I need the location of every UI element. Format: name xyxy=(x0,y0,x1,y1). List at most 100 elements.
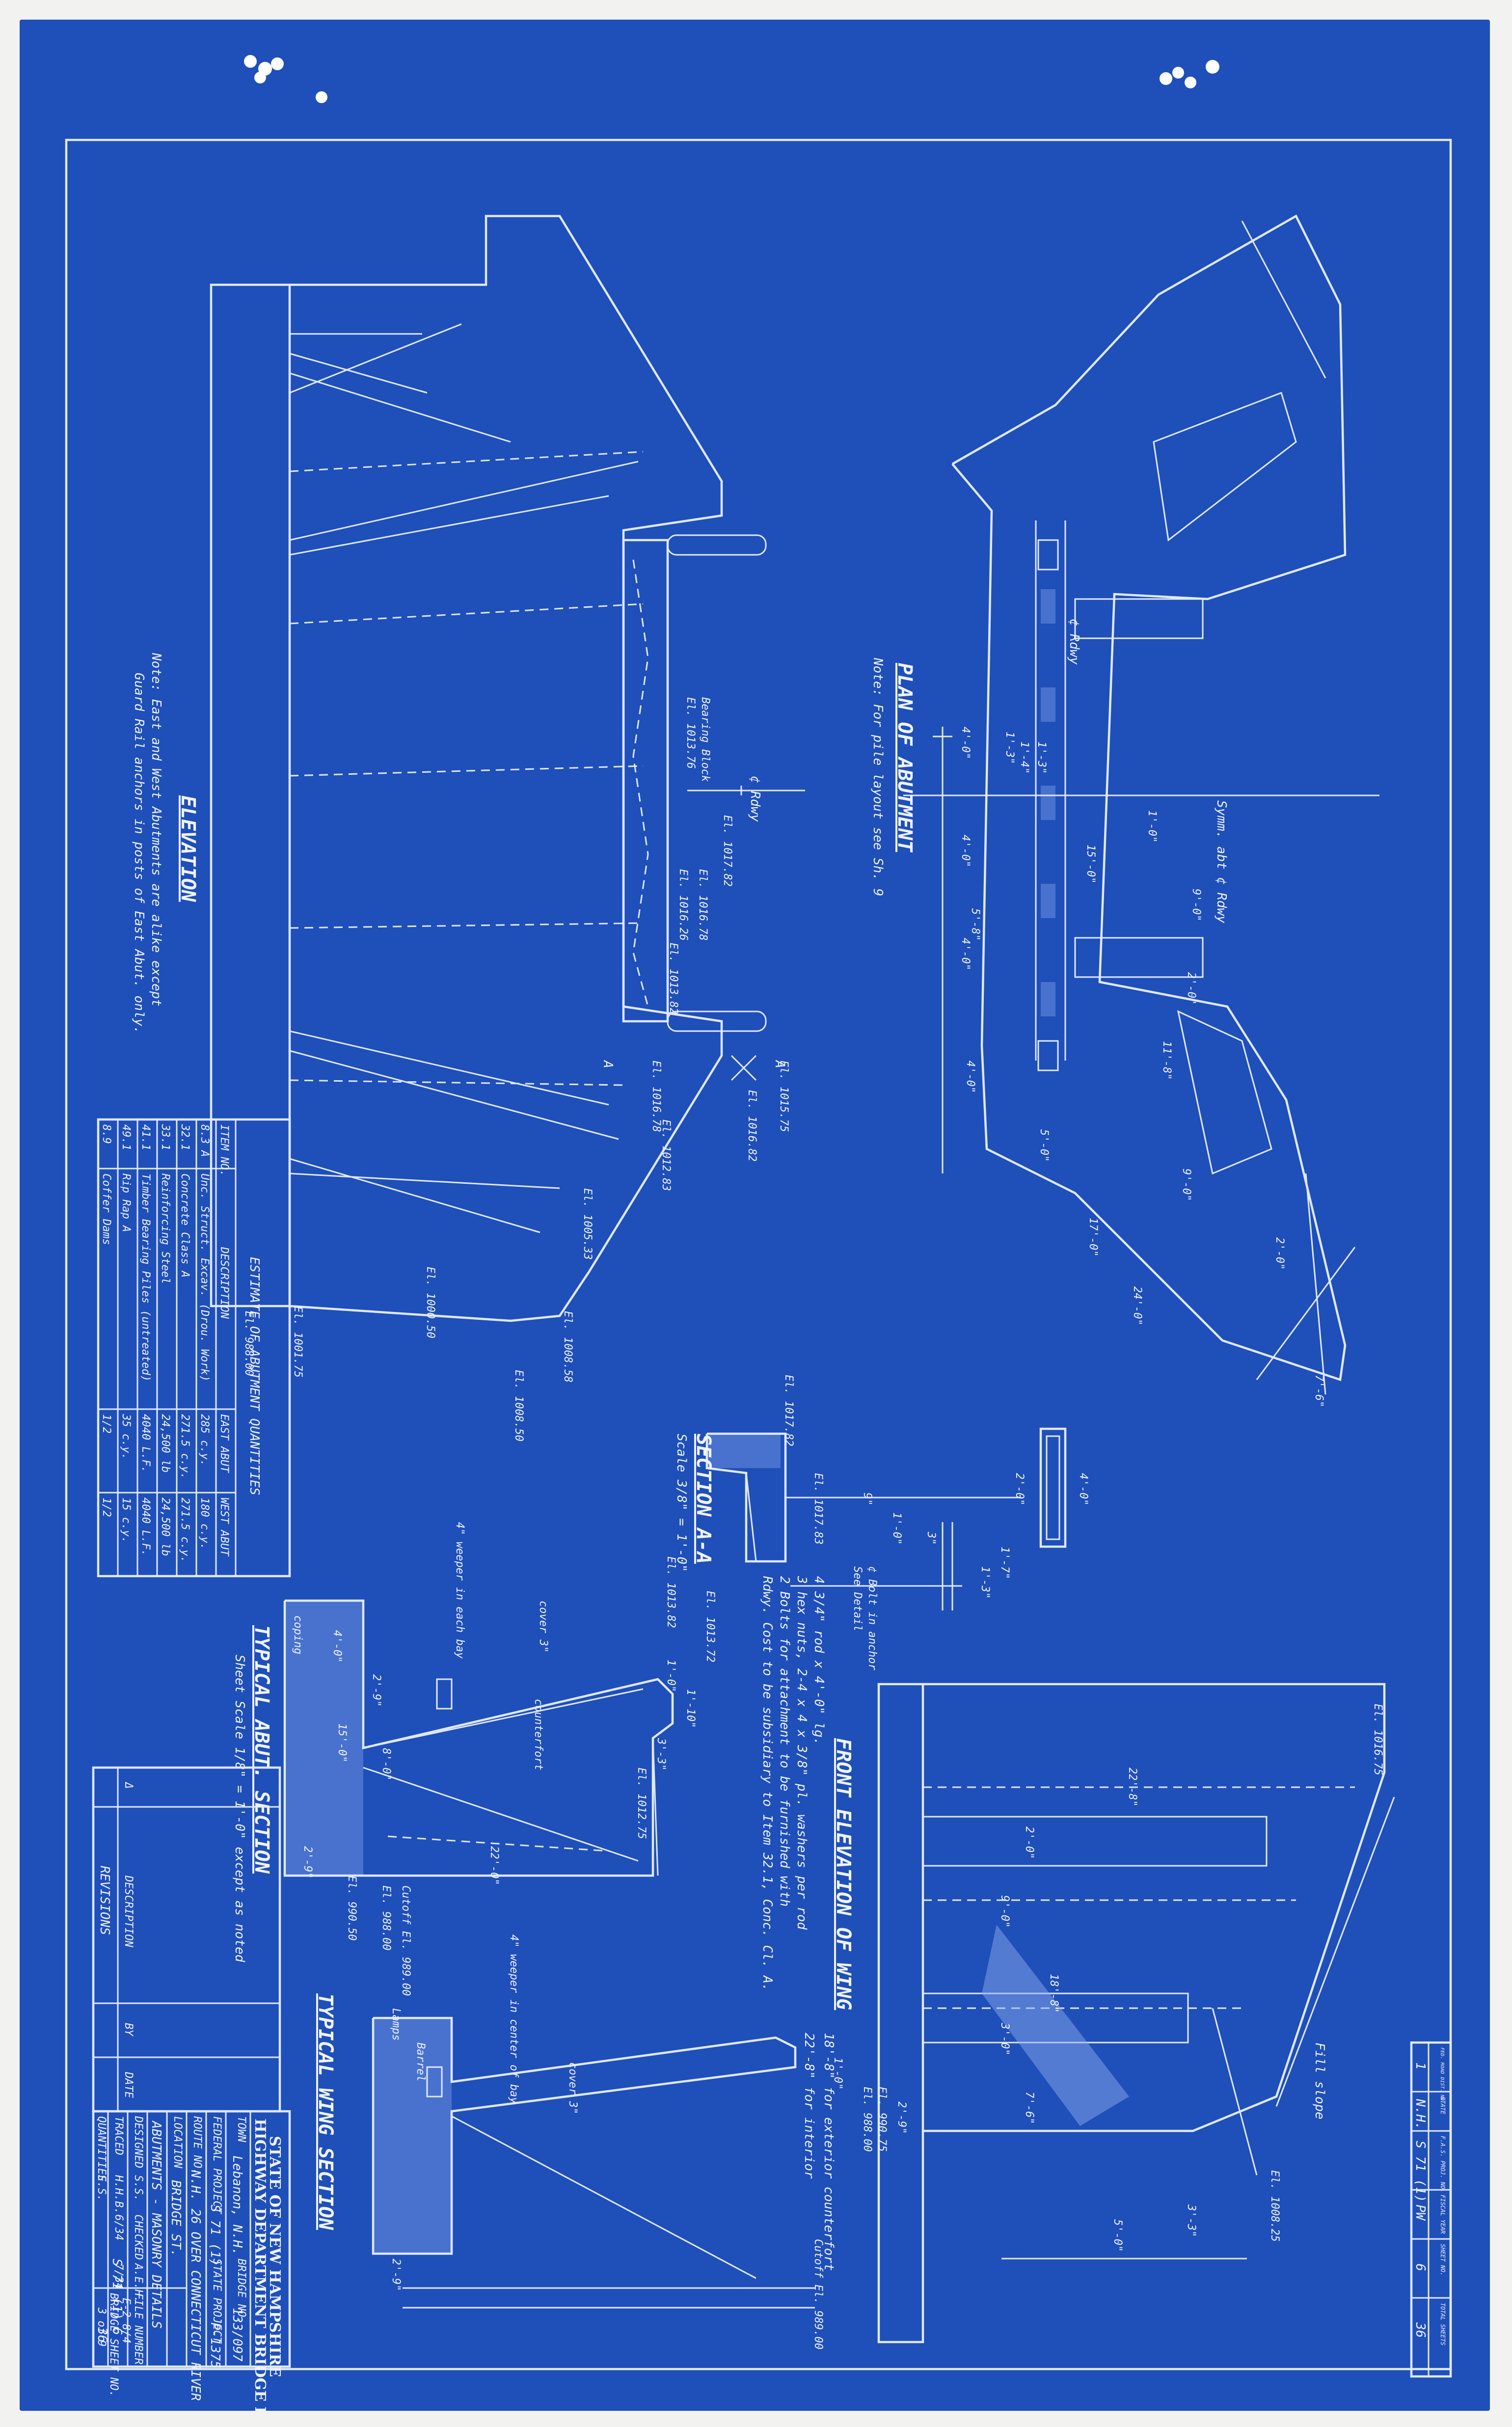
section-aa-dim-4: 4'-0" xyxy=(1077,1473,1089,1505)
title-file-no: E-2 8/4 xyxy=(120,2298,132,2344)
plan-dim-16: 24'-0" xyxy=(1131,1286,1143,1325)
section-mark-a-2: A xyxy=(772,1060,787,1068)
estimate-row-5-item: 49.1 xyxy=(120,1124,132,1150)
section-aa-dim-1: 9" xyxy=(861,1493,873,1506)
typical-abut-title: TYPICAL ABUT. SECTION xyxy=(250,1625,273,1874)
title-sheet-no: 3 of 9 xyxy=(95,2307,108,2346)
corner-block xyxy=(1410,2041,1452,2378)
blueprint-drawing: ELEVATION Note: East and West Abutments … xyxy=(65,55,1452,2411)
plan-roadway-label: ¢ Rdwy xyxy=(1067,619,1081,665)
estimate-header-desc: DESCRIPTION xyxy=(218,1247,230,1319)
corner-header-3: F.A.S. PROJ. NO. xyxy=(1439,2136,1446,2193)
corner-value-1: 1 xyxy=(1413,2062,1428,2070)
wing-dim-9: 7'-6" xyxy=(1023,2092,1035,2124)
elev-label-5: El. 1016.78 xyxy=(650,1061,662,1132)
estimate-row-6-east: 1/2 xyxy=(100,1414,112,1434)
typical-wing-dim-1: 2'-9" xyxy=(390,2259,402,2291)
typical-abut-elev-2: El. 1013.72 xyxy=(704,1591,716,1663)
typical-wing-note-2: 22'-8" for interior xyxy=(802,2033,816,2179)
corner-header-4: FISCAL YEAR xyxy=(1439,2195,1446,2234)
corner-header-2: STATE xyxy=(1439,2097,1446,2115)
title-block xyxy=(92,2110,291,2368)
sheet-border xyxy=(65,138,1452,2371)
wing-elev-2: El. 1008.25 xyxy=(1269,2170,1281,2242)
wing-dim-4: 18'-8" xyxy=(1048,1974,1060,2013)
section-aa-dim-5: 2'-0" xyxy=(1013,1473,1026,1505)
plan-dim-17: 7'-6" xyxy=(1313,1375,1325,1407)
section-aa-dim-2: 1'-0" xyxy=(891,1512,903,1545)
typical-abut-elev-5: El. 990.50 xyxy=(346,1876,358,1940)
title-date-1: 6/34 xyxy=(112,2214,125,2240)
elev-label-6: El. 1015.75 xyxy=(778,1061,790,1132)
typical-abut-scale: Sheet Scale 1/8" = 1'-0" except as noted xyxy=(232,1655,247,1962)
estimate-row-5-east: 35 c.y. xyxy=(120,1414,132,1460)
estimate-row-6-west: 1/2 xyxy=(100,1498,112,1517)
revisions-header-delta: Δ xyxy=(122,1781,135,1789)
rail-note-2: 3 hex nuts, 2-4 x 4 x 3/8" pl. washers p… xyxy=(794,1576,809,1930)
estimate-header-west: WEST ABUT xyxy=(218,1498,230,1557)
elev-label-1: El. 1017.82 xyxy=(721,815,733,887)
elev-label-7: El. 1012.83 xyxy=(660,1119,672,1191)
elevation-note-2: Guard Rail anchors in posts of East Abut… xyxy=(132,673,146,1034)
estimate-row-3-desc: Reinforcing Steel xyxy=(159,1173,171,1284)
corner-value-2: N.H. xyxy=(1413,2099,1428,2130)
typical-abut-counterfort: counterfort xyxy=(532,1699,544,1771)
plan-symm-label: Symm. abt ¢ Rdwy xyxy=(1214,800,1229,924)
title-total-sheets: 36 xyxy=(95,2327,109,2343)
title-state-proj: P-1375 xyxy=(208,2322,222,2369)
title-location: BRIDGE ST. xyxy=(168,2180,183,2257)
estimate-row-4-west: 4040 L.F. xyxy=(139,1498,152,1556)
wing-dim-8: 3'-3" xyxy=(1185,2204,1197,2237)
typical-abut-dim-9: 1'-0" xyxy=(665,1660,677,1692)
wing-dim-7: 5'-0" xyxy=(1111,2219,1124,2252)
typical-wing-dim-2: 1'-0" xyxy=(832,2057,844,2090)
bearing-elev-label: El. 1013.76 xyxy=(684,697,697,769)
title-fed-proj-bottom: S 71 (1) xyxy=(109,2259,124,2320)
estimate-row-3-west: 24,500 lb xyxy=(159,1498,171,1556)
elevation-view xyxy=(210,215,805,1322)
plan-dim-19: 11'-8" xyxy=(1161,1041,1173,1080)
plan-dim-15: 17'-0" xyxy=(1087,1218,1099,1256)
rail-note-sub-1: ¢ Bolt in anchor xyxy=(866,1566,878,1671)
title-file-label: FILE NUMBER xyxy=(132,2293,144,2365)
typical-abut-dim-6: 2'-9" xyxy=(301,1846,314,1879)
title-federal-label: FEDERAL PROJECT xyxy=(211,2116,223,2214)
estimate-row-1-east: 285 c.y. xyxy=(198,1414,211,1466)
typical-wing-title: TYPICAL WING SECTION xyxy=(314,1993,337,2231)
typical-wing-view xyxy=(372,2017,815,2309)
plan-dim-18: 2'-0" xyxy=(1273,1237,1286,1270)
title-sheet-num: 6 xyxy=(109,2327,124,2335)
corner-header-1: FED. ROAD DIST. NO. xyxy=(1439,2047,1445,2103)
rail-note-3: 2 Bolts for attachment to be furnished w… xyxy=(777,1576,792,1907)
elev-label-10: El. 1000.50 xyxy=(424,1267,436,1338)
wing-dim-1: 22'-8" xyxy=(1126,1768,1138,1806)
title-dept: HIGHWAY DEPARTMENT BRIDGE DIVISION xyxy=(251,2119,269,2411)
plan-dim-10: 2'-0" xyxy=(1185,972,1197,1005)
section-mark-a-1: A xyxy=(600,1060,615,1068)
typical-abut-dim-2: 2'-9" xyxy=(370,1674,382,1707)
elev-label-2: El. 1016.78 xyxy=(697,869,709,941)
wing-elev-3: El. 990.75 xyxy=(876,2087,888,2152)
estimate-header-item: ITEM NO. xyxy=(218,1124,230,1176)
section-aa-dim-7: 1'-3" xyxy=(979,1566,991,1599)
plan-dim-7: 5'-8" xyxy=(969,908,981,941)
elev-label-8: El. 1016.82 xyxy=(746,1090,758,1162)
plan-dim-13: 5'-0" xyxy=(1038,1129,1050,1162)
plan-dim-8: 4'-0" xyxy=(959,938,972,970)
plan-dim-3: 1'-4" xyxy=(1018,741,1030,774)
estimate-row-5-desc: Rip Rap A xyxy=(120,1173,132,1232)
estimate-row-4-east: 4040 L.F. xyxy=(139,1414,152,1473)
estimate-row-2-east: 271.5 c.y. xyxy=(179,1414,191,1479)
elev-label-14: El. 1001.75 xyxy=(292,1306,304,1378)
estimate-row-6-desc: Coffer Dams xyxy=(100,1173,112,1245)
section-aa-dim-6: 1'-7" xyxy=(999,1547,1011,1579)
estimate-row-6-item: 8.9 xyxy=(100,1124,112,1144)
typical-abut-dim-5: 22'-0" xyxy=(488,1846,500,1885)
typical-abut-view xyxy=(283,1599,674,1877)
rail-note-4: Rdwy. Cost to be subsidiary to Item 32.1… xyxy=(760,1576,775,1991)
typical-wing-weeper: 4" weeper in center of bay xyxy=(508,1935,520,2104)
estimate-table xyxy=(97,1118,291,1578)
corner-value-4: PW xyxy=(1413,2205,1428,2221)
plan-title: PLAN OF ABUTMENT xyxy=(893,663,916,853)
plan-dim-2: 1'-3" xyxy=(1003,732,1016,764)
